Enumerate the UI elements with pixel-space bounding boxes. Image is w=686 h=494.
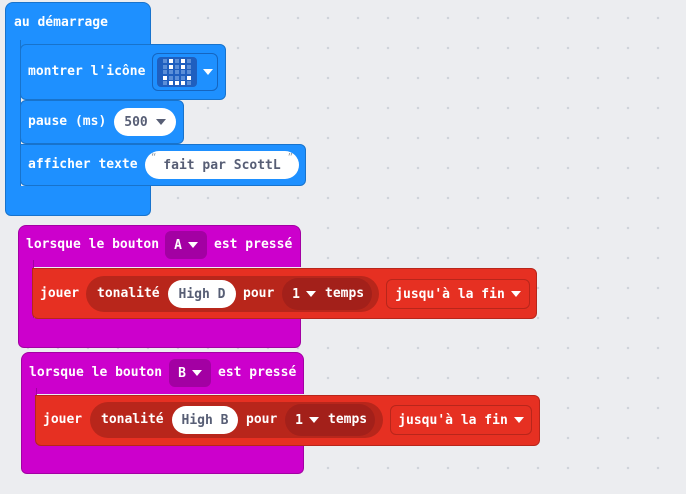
on-start-arm [5, 40, 21, 200]
show-string-input[interactable]: “ fait par ScottL ” [145, 151, 299, 179]
button-a-prefix: lorsque le bouton [26, 237, 160, 252]
close-quote-icon: ” [287, 153, 293, 163]
beats-a-reporter[interactable] [282, 278, 372, 310]
beats-b-reporter[interactable] [285, 404, 375, 436]
led-pixel [169, 59, 173, 63]
led-pixel [181, 64, 185, 69]
button-a-dropdown[interactable]: A [165, 231, 207, 259]
chevron-down-icon [513, 417, 524, 423]
led-pixel [163, 81, 167, 85]
tone-b-label: tonalité [101, 412, 164, 427]
led-pixel [169, 64, 173, 69]
button-a-hat[interactable] [18, 225, 301, 267]
pause-label: pause (ms) [28, 114, 107, 129]
led-pixel [163, 75, 167, 80]
button-a-suffix: est pressé [214, 237, 293, 252]
led-pixel [163, 70, 167, 74]
button-b-dropdown[interactable]: B [169, 359, 211, 387]
pause-value: 500 [124, 114, 148, 130]
beats-a-dropdown[interactable]: 1 [284, 280, 324, 308]
led-pixel [175, 81, 179, 85]
chevron-down-icon [191, 370, 202, 376]
led-pixel [163, 59, 167, 63]
led-pixel [175, 64, 179, 69]
play-a-label: jouer [40, 286, 80, 301]
led-pixel [163, 64, 167, 69]
led-pixel [169, 81, 173, 85]
show-string-value: fait par ScottL [163, 157, 281, 173]
led-pixel [187, 81, 191, 85]
led-pixel [187, 59, 191, 63]
for-b-label: pour [246, 412, 278, 427]
beats-b-label: temps [328, 412, 368, 427]
note-b-field[interactable]: High B [172, 406, 238, 434]
mode-b-value: jusqu'à la fin [398, 412, 508, 428]
led-pixel [175, 59, 179, 63]
beats-b-value: 1 [295, 412, 303, 428]
mode-b-dropdown[interactable]: jusqu'à la fin [390, 405, 532, 435]
button-b-foot [21, 444, 304, 474]
led-pixel [187, 75, 191, 80]
note-a-value: High D [178, 286, 226, 302]
led-pixel [187, 70, 191, 74]
open-quote-icon: “ [151, 153, 157, 163]
smiley-led-icon [157, 57, 197, 87]
button-b-hat[interactable] [21, 352, 304, 394]
beats-a-label: temps [325, 286, 365, 301]
beats-b-dropdown[interactable]: 1 [287, 406, 327, 434]
on-start-label: au démarrage [14, 15, 108, 30]
led-pixel [187, 64, 191, 69]
led-pixel [169, 75, 173, 80]
play-b-label: jouer [43, 412, 83, 427]
led-pixel [181, 75, 185, 80]
led-pixel [175, 75, 179, 80]
button-b-value: B [178, 365, 186, 381]
note-b-value: High B [181, 412, 229, 428]
for-a-label: pour [243, 286, 275, 301]
chevron-down-icon [308, 417, 319, 423]
on-start-foot [5, 186, 151, 216]
icon-dropdown[interactable] [152, 53, 218, 91]
chevron-down-icon [510, 291, 521, 297]
button-b-prefix: lorsque le bouton [29, 365, 163, 380]
button-b-suffix: est pressé [218, 365, 297, 380]
tone-a-label: tonalité [97, 286, 160, 301]
led-pixel [169, 70, 173, 74]
mode-a-dropdown[interactable]: jusqu'à la fin [386, 279, 530, 309]
pause-dropdown[interactable]: 500 [114, 108, 176, 136]
led-pixel [181, 59, 185, 63]
led-pixel [181, 81, 185, 85]
chevron-down-icon [305, 291, 316, 297]
show-icon-label: montrer l'icône [28, 64, 146, 79]
chevron-down-icon [187, 242, 198, 248]
beats-a-value: 1 [292, 286, 300, 302]
chevron-down-icon [155, 119, 166, 125]
chevron-down-icon [203, 69, 213, 75]
show-string-label: afficher texte [28, 157, 138, 172]
led-pixel [175, 70, 179, 74]
note-a-field[interactable]: High D [168, 280, 236, 308]
button-a-foot [18, 318, 301, 348]
led-pixel [181, 70, 185, 74]
button-a-value: A [174, 237, 182, 253]
mode-a-value: jusqu'à la fin [395, 286, 505, 302]
